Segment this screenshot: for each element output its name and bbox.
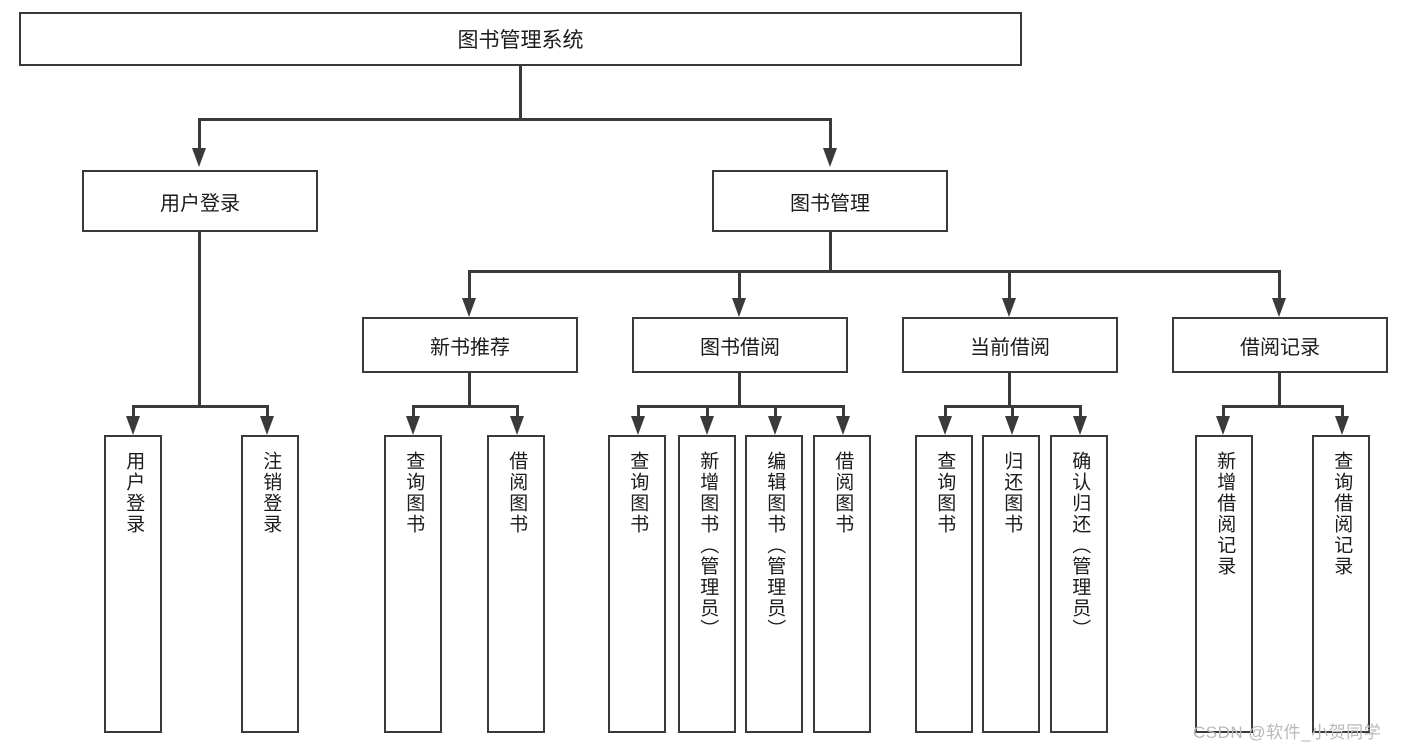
connector-root-to-bookmgmt bbox=[829, 118, 832, 148]
arrow-bookborrow-to-leaf4 bbox=[836, 416, 850, 435]
arrow-newbook-to-leaf1 bbox=[406, 416, 420, 435]
arrow-currentborrow-to-leaf3 bbox=[1073, 416, 1087, 435]
connector-login-to-leaf1 bbox=[132, 405, 135, 416]
leaf-user-login-label: 用户登录 bbox=[123, 451, 145, 535]
connector-currentborrow-stem bbox=[1008, 373, 1011, 407]
leaf-user-login[interactable]: 用户登录 bbox=[104, 435, 162, 733]
connector-bookborrow-bus bbox=[637, 405, 844, 408]
leaf-newbook-borrow-book-label: 借阅图书 bbox=[506, 451, 528, 535]
connector-newbook-bus bbox=[412, 405, 516, 408]
leaf-logout-label: 注销登录 bbox=[260, 451, 282, 535]
connector-login-bus bbox=[132, 405, 266, 408]
arrow-login-to-leaf2 bbox=[260, 416, 274, 435]
connector-currentborrow-to-leaf3 bbox=[1079, 405, 1082, 416]
leaf-borrowrecord-query-record[interactable]: 查询借阅记录 bbox=[1312, 435, 1370, 733]
connector-bookborrow-to-leaf2 bbox=[706, 405, 709, 416]
connector-bookmgmt-bus bbox=[468, 270, 1280, 273]
node-book-borrow[interactable]: 图书借阅 bbox=[632, 317, 848, 373]
node-new-book-recommend-label: 新书推荐 bbox=[430, 336, 510, 359]
node-new-book-recommend[interactable]: 新书推荐 bbox=[362, 317, 578, 373]
node-current-borrow-label: 当前借阅 bbox=[970, 336, 1050, 359]
node-book-management-label: 图书管理 bbox=[790, 192, 870, 215]
arrow-bookborrow-to-leaf1 bbox=[631, 416, 645, 435]
node-book-borrow-label: 图书借阅 bbox=[700, 336, 780, 359]
arrow-bookmgmt-to-borrow bbox=[732, 298, 746, 317]
node-borrow-record[interactable]: 借阅记录 bbox=[1172, 317, 1388, 373]
connector-borrowrecord-to-leaf1 bbox=[1222, 405, 1225, 416]
arrow-currentborrow-to-leaf1 bbox=[938, 416, 952, 435]
leaf-bookborrow-edit-book[interactable]: 编辑图书（管理员） bbox=[745, 435, 803, 733]
connector-currentborrow-to-leaf2 bbox=[1011, 405, 1014, 416]
node-borrow-record-label: 借阅记录 bbox=[1240, 336, 1320, 359]
node-user-login-label: 用户登录 bbox=[160, 192, 240, 215]
connector-borrowrecord-bus bbox=[1222, 405, 1341, 408]
arrow-newbook-to-leaf2 bbox=[510, 416, 524, 435]
connector-bookborrow-to-leaf3 bbox=[774, 405, 777, 416]
arrow-root-to-bookmgmt bbox=[823, 148, 837, 167]
node-root[interactable]: 图书管理系统 bbox=[19, 12, 1022, 66]
node-book-management[interactable]: 图书管理 bbox=[712, 170, 948, 232]
connector-login-stem bbox=[198, 232, 201, 407]
leaf-newbook-query-book[interactable]: 查询图书 bbox=[384, 435, 442, 733]
node-root-label: 图书管理系统 bbox=[457, 29, 584, 52]
leaf-bookborrow-add-book-label: 新增图书（管理员） bbox=[697, 451, 719, 640]
arrow-bookmgmt-to-record bbox=[1272, 298, 1286, 317]
leaf-bookborrow-query-book[interactable]: 查询图书 bbox=[608, 435, 666, 733]
connector-bookmgmt-to-record bbox=[1278, 270, 1281, 298]
leaf-newbook-borrow-book[interactable]: 借阅图书 bbox=[487, 435, 545, 733]
leaf-borrowrecord-add-record-label: 新增借阅记录 bbox=[1214, 451, 1236, 577]
arrow-bookmgmt-to-new bbox=[462, 298, 476, 317]
arrow-root-to-login bbox=[192, 148, 206, 167]
connector-bookmgmt-to-new bbox=[468, 270, 471, 298]
arrow-bookmgmt-to-current bbox=[1002, 298, 1016, 317]
leaf-bookborrow-query-book-label: 查询图书 bbox=[627, 451, 649, 535]
leaf-currentborrow-query-book[interactable]: 查询图书 bbox=[915, 435, 973, 733]
leaf-borrowrecord-add-record[interactable]: 新增借阅记录 bbox=[1195, 435, 1253, 733]
leaf-newbook-query-book-label: 查询图书 bbox=[403, 451, 425, 535]
connector-bookmgmt-to-current bbox=[1008, 270, 1011, 298]
connector-currentborrow-to-leaf1 bbox=[944, 405, 947, 416]
leaf-currentborrow-query-book-label: 查询图书 bbox=[934, 451, 956, 535]
arrow-currentborrow-to-leaf2 bbox=[1005, 416, 1019, 435]
leaf-bookborrow-borrow-book-label: 借阅图书 bbox=[832, 451, 854, 535]
leaf-bookborrow-borrow-book[interactable]: 借阅图书 bbox=[813, 435, 871, 733]
leaf-currentborrow-return-book-label: 归还图书 bbox=[1001, 451, 1023, 535]
leaf-currentborrow-return-book[interactable]: 归还图书 bbox=[982, 435, 1040, 733]
connector-bookborrow-to-leaf4 bbox=[842, 405, 845, 416]
connector-bookmgmt-stem bbox=[829, 232, 832, 272]
connector-bookborrow-stem bbox=[738, 373, 741, 407]
arrow-bookborrow-to-leaf2 bbox=[700, 416, 714, 435]
node-current-borrow[interactable]: 当前借阅 bbox=[902, 317, 1118, 373]
arrow-borrowrecord-to-leaf1 bbox=[1216, 416, 1230, 435]
connector-newbook-to-leaf2 bbox=[516, 405, 519, 416]
connector-root-bus bbox=[198, 118, 831, 121]
arrow-borrowrecord-to-leaf2 bbox=[1335, 416, 1349, 435]
connector-bookmgmt-to-borrow bbox=[738, 270, 741, 298]
connector-borrowrecord-stem bbox=[1278, 373, 1281, 407]
arrow-login-to-leaf1 bbox=[126, 416, 140, 435]
connector-root-stem bbox=[519, 66, 522, 118]
leaf-bookborrow-edit-book-label: 编辑图书（管理员） bbox=[764, 451, 786, 640]
leaf-bookborrow-add-book[interactable]: 新增图书（管理员） bbox=[678, 435, 736, 733]
connector-borrowrecord-to-leaf2 bbox=[1341, 405, 1344, 416]
arrow-bookborrow-to-leaf3 bbox=[768, 416, 782, 435]
leaf-currentborrow-confirm-return-label: 确认归还（管理员） bbox=[1069, 451, 1091, 640]
leaf-borrowrecord-query-record-label: 查询借阅记录 bbox=[1331, 451, 1353, 577]
connector-login-to-leaf2 bbox=[266, 405, 269, 416]
connector-bookborrow-to-leaf1 bbox=[637, 405, 640, 416]
leaf-logout[interactable]: 注销登录 bbox=[241, 435, 299, 733]
connector-root-to-login bbox=[198, 118, 201, 148]
node-user-login[interactable]: 用户登录 bbox=[82, 170, 318, 232]
leaf-currentborrow-confirm-return[interactable]: 确认归还（管理员） bbox=[1050, 435, 1108, 733]
connector-newbook-to-leaf1 bbox=[412, 405, 415, 416]
connector-newbook-stem bbox=[468, 373, 471, 407]
